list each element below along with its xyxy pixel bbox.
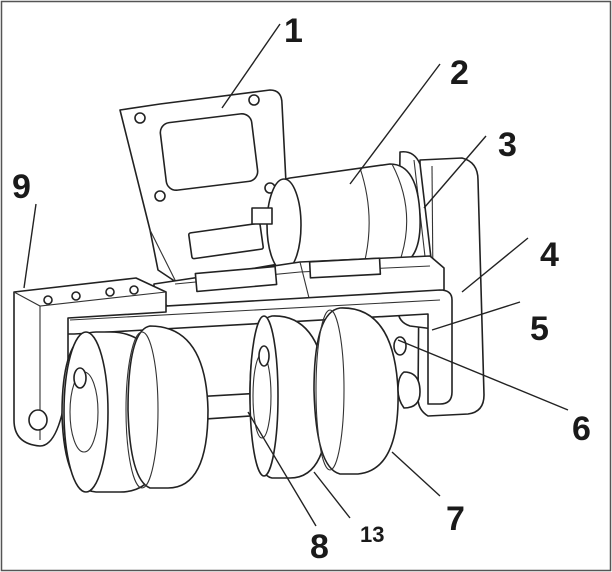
label-8: 8 — [310, 528, 329, 566]
leader-3 — [423, 135, 487, 209]
right-wheel-inner-part-7 — [313, 307, 399, 475]
label-3: 3 — [498, 126, 517, 164]
frame-beam-part-5 — [63, 289, 453, 405]
label-6: 6 — [572, 410, 591, 448]
label-13: 13 — [360, 522, 384, 547]
leader-6 — [397, 339, 569, 411]
leader-13 — [313, 471, 351, 519]
label-2: 2 — [450, 54, 469, 92]
leader-5 — [431, 301, 521, 331]
label-1: 1 — [284, 12, 303, 50]
label-7: 7 — [446, 500, 465, 538]
leader-8 — [247, 411, 317, 527]
leader-lines — [23, 23, 569, 527]
leader-2 — [349, 63, 441, 185]
label-9: 9 — [12, 168, 31, 206]
leader-7 — [391, 451, 441, 497]
right-wheel-outer-part-13 — [249, 315, 329, 479]
leader-9 — [23, 203, 37, 289]
leader-4 — [461, 237, 529, 293]
motor-part-2 — [251, 163, 421, 273]
left-wheel-inner — [125, 325, 209, 489]
label-4: 4 — [540, 236, 559, 274]
leader-1 — [221, 23, 281, 109]
label-5: 5 — [530, 310, 549, 348]
mounting-plate-part-1 — [119, 89, 291, 283]
reference-numerals: 1 2 3 4 5 6 7 8 9 13 — [12, 12, 591, 566]
